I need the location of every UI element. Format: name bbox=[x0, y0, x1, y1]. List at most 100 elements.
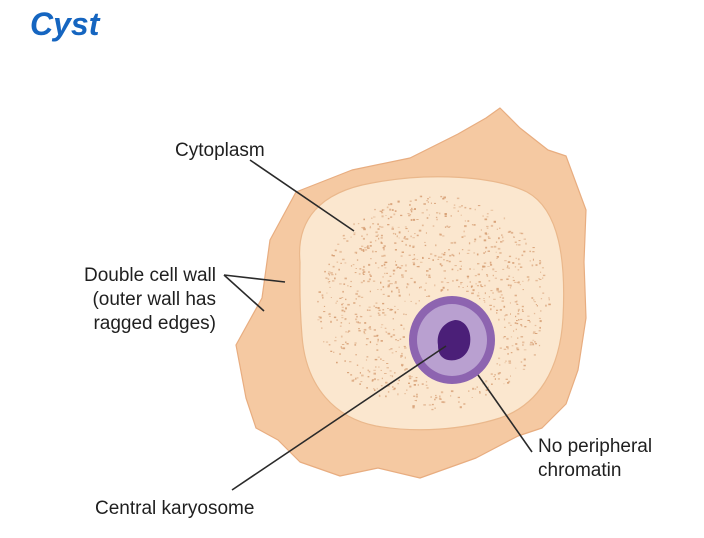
chromatin-label-line-2: chromatin bbox=[538, 460, 621, 481]
granule-dot bbox=[474, 275, 477, 277]
granule-dot bbox=[380, 237, 383, 239]
granule-dot bbox=[369, 245, 372, 247]
granule-dot bbox=[476, 285, 479, 287]
granule-dot bbox=[409, 385, 412, 388]
granule-dot bbox=[376, 387, 378, 390]
granule-dot bbox=[347, 372, 350, 374]
granule-dot bbox=[350, 265, 353, 267]
granule-dot bbox=[321, 294, 324, 297]
granule-dot bbox=[387, 284, 390, 287]
granule-dot bbox=[464, 225, 467, 228]
granule-dot bbox=[337, 243, 340, 245]
granule-dot bbox=[372, 250, 374, 253]
granule-dot bbox=[413, 395, 416, 397]
granule-dot bbox=[483, 262, 487, 264]
granule-dot bbox=[492, 292, 494, 294]
granule-dot bbox=[437, 258, 440, 260]
granule-dot bbox=[375, 366, 377, 368]
cell-wall-label-line-3: ragged edges) bbox=[93, 313, 216, 334]
granule-dot bbox=[425, 232, 427, 234]
granule-dot bbox=[499, 372, 501, 374]
granule-dot bbox=[460, 282, 463, 283]
granule-dot bbox=[469, 268, 471, 270]
granule-dot bbox=[397, 200, 400, 203]
granule-dot bbox=[521, 305, 524, 308]
granule-dot bbox=[508, 267, 510, 269]
granule-dot bbox=[503, 318, 506, 321]
granule-dot bbox=[398, 291, 400, 293]
cell-wall-leader-line-outer bbox=[223, 274, 265, 312]
granule-dot bbox=[372, 223, 375, 225]
granule-dot bbox=[397, 340, 400, 342]
granule-dot bbox=[392, 269, 396, 272]
granule-dot bbox=[485, 389, 488, 391]
granule-dot bbox=[518, 319, 520, 321]
granule-dot bbox=[382, 360, 385, 361]
granule-dot bbox=[486, 213, 489, 215]
granule-dot bbox=[407, 230, 409, 232]
granule-dot bbox=[439, 212, 441, 215]
granule-dot bbox=[425, 381, 428, 383]
granule-dot bbox=[452, 280, 454, 282]
granule-dot bbox=[334, 249, 337, 252]
granule-dot bbox=[400, 265, 404, 267]
granule-dot bbox=[389, 370, 392, 372]
granule-dot bbox=[526, 276, 530, 278]
granule-dot bbox=[515, 257, 517, 259]
granule-dot bbox=[487, 250, 490, 252]
granule-dot bbox=[356, 364, 359, 366]
granule-dot bbox=[442, 401, 446, 404]
granule-dot bbox=[412, 218, 416, 221]
granule-dot bbox=[377, 379, 380, 381]
granule-dot bbox=[490, 264, 493, 266]
granule-dot bbox=[359, 268, 362, 270]
granule-dot bbox=[512, 262, 515, 264]
granule-dot bbox=[386, 331, 388, 333]
granule-dot bbox=[469, 207, 472, 210]
granule-dot bbox=[335, 302, 337, 304]
chromatin-label-line-1: No peripheral bbox=[538, 436, 652, 457]
granule-dot bbox=[336, 261, 339, 263]
granule-dot bbox=[364, 247, 367, 249]
granule-dot bbox=[435, 244, 437, 247]
granule-dot bbox=[376, 349, 379, 351]
granule-dot bbox=[416, 266, 419, 268]
granule-dot bbox=[520, 361, 523, 363]
granule-dot bbox=[525, 242, 527, 245]
granule-dot bbox=[513, 236, 515, 238]
granule-dot bbox=[380, 385, 383, 387]
granule-dot bbox=[508, 322, 511, 324]
granule-dot bbox=[404, 226, 407, 228]
granule-dot bbox=[327, 281, 330, 283]
granule-dot bbox=[400, 324, 403, 326]
granule-dot bbox=[507, 284, 510, 287]
granule-dot bbox=[369, 273, 372, 276]
granule-dot bbox=[412, 237, 415, 239]
granule-dot bbox=[332, 265, 335, 268]
cytoplasm-granules bbox=[317, 195, 551, 411]
granule-dot bbox=[491, 383, 493, 385]
granule-dot bbox=[376, 343, 378, 346]
granule-dot bbox=[368, 370, 371, 373]
granule-dot bbox=[476, 253, 479, 256]
granule-dot bbox=[376, 335, 378, 337]
granule-dot bbox=[406, 389, 408, 391]
granule-dot bbox=[356, 259, 359, 261]
granule-dot bbox=[377, 228, 380, 230]
granule-dot bbox=[384, 267, 387, 269]
granule-dot bbox=[501, 300, 504, 302]
granule-dot bbox=[357, 295, 361, 298]
granule-dot bbox=[485, 380, 488, 383]
granule-dot bbox=[383, 248, 385, 251]
granule-dot bbox=[539, 326, 541, 329]
granule-dot bbox=[331, 274, 334, 276]
granule-dot bbox=[463, 235, 466, 237]
granule-dot bbox=[373, 372, 376, 375]
granule-dot bbox=[401, 276, 404, 278]
granule-dot bbox=[507, 382, 510, 384]
granule-dot bbox=[431, 408, 434, 411]
granule-dot bbox=[385, 381, 388, 384]
granule-dot bbox=[355, 268, 357, 269]
granule-dot bbox=[535, 342, 537, 345]
granule-dot bbox=[503, 217, 506, 220]
